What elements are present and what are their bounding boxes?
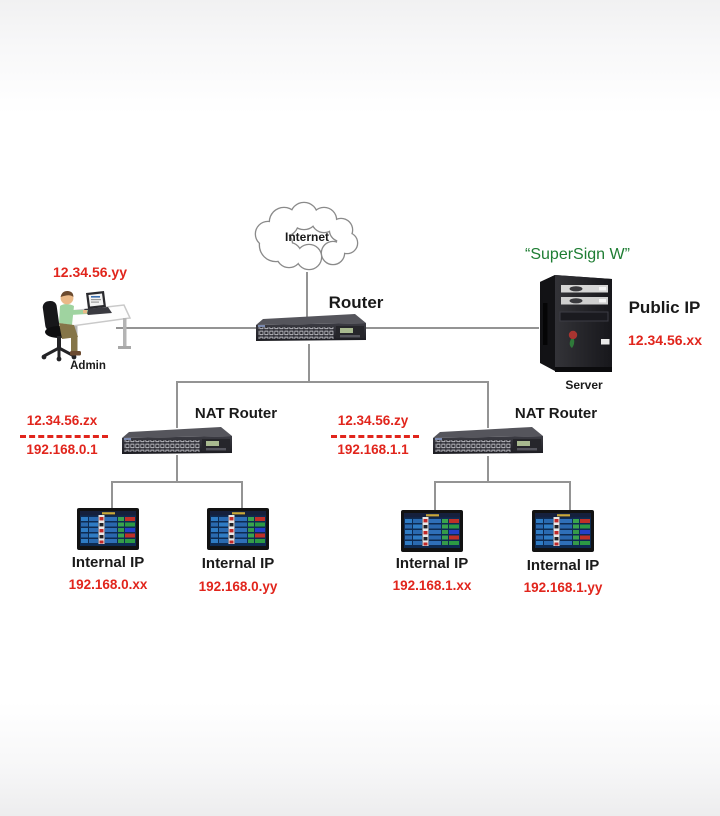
public-ip-value: 12.34.56.xx: [628, 332, 702, 348]
router-switch-icon: [256, 314, 366, 341]
connection-line: [569, 481, 571, 513]
internet-cloud-icon: [254, 201, 359, 271]
connection-line: [487, 456, 489, 483]
router-label: Router: [328, 293, 384, 312]
nat-router-left-label: NAT Router: [194, 405, 278, 422]
connection-line: [306, 272, 308, 317]
connection-line: [241, 481, 243, 511]
nat-right-private-ip: 192.168.1.1: [337, 442, 409, 457]
connection-line: [364, 327, 539, 329]
internet-label: Internet: [284, 230, 329, 244]
nat-router-right-label: NAT Router: [514, 405, 598, 422]
display-1-ip: 192.168.0.xx: [68, 577, 148, 592]
connection-line: [434, 481, 571, 483]
display-1-label: Internal IP: [71, 554, 145, 571]
connection-line: [176, 455, 178, 483]
nat-router-switch-icon: [433, 427, 543, 454]
server-tower-icon: [540, 275, 612, 372]
connection-line: [434, 481, 436, 513]
nat-left-private-ip: 192.168.0.1: [26, 442, 98, 457]
admin-workstation-icon: [41, 290, 132, 362]
connection-line: [111, 481, 243, 483]
admin-ip: 12.34.56.yy: [53, 264, 127, 280]
signage-display-icon: [532, 510, 594, 552]
display-3-label: Internal IP: [395, 555, 469, 572]
nat-router-switch-icon: [122, 427, 232, 454]
connection-line: [308, 344, 310, 383]
connection-line: [176, 381, 489, 383]
display-3-ip: 192.168.1.xx: [392, 578, 472, 593]
signage-display-icon: [77, 508, 139, 550]
display-4-ip: 192.168.1.yy: [523, 580, 603, 595]
display-2-label: Internal IP: [201, 555, 275, 572]
signage-display-icon: [401, 510, 463, 552]
server-product-name: “SuperSign W”: [525, 246, 630, 263]
display-4-label: Internal IP: [526, 557, 600, 574]
public-ip-label: Public IP: [628, 298, 701, 317]
signage-display-icon: [207, 508, 269, 550]
connection-line: [487, 381, 489, 428]
nat-left-public-ip: 12.34.56.zx: [26, 413, 98, 428]
server-label: Server: [565, 378, 603, 392]
display-2-ip: 192.168.0.yy: [198, 579, 278, 594]
nat-left-divider: [20, 435, 108, 438]
connection-line: [176, 381, 178, 428]
nat-right-public-ip: 12.34.56.zy: [337, 413, 409, 428]
admin-label: Admin: [70, 360, 106, 372]
connection-line: [116, 327, 258, 329]
connection-line: [111, 481, 113, 511]
nat-right-divider: [331, 435, 419, 438]
